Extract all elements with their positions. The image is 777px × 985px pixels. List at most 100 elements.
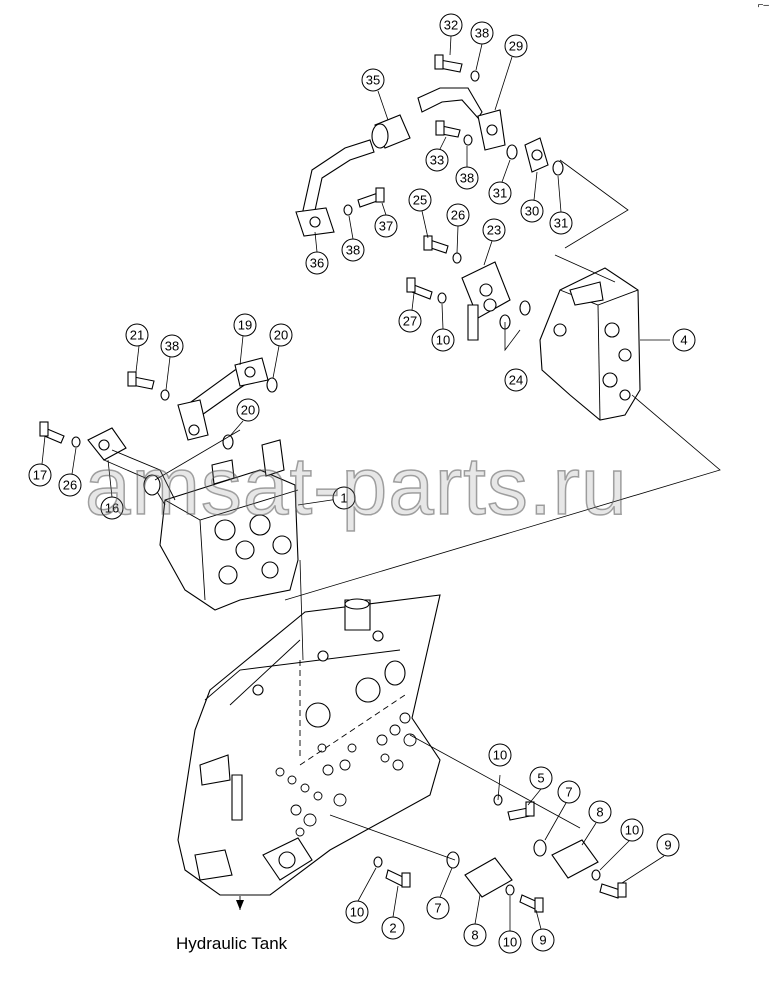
svg-text:10: 10 — [350, 905, 364, 920]
svg-text:26: 26 — [451, 208, 465, 223]
callout-25: 25 — [408, 188, 432, 212]
control-valve-1 — [159, 439, 299, 611]
callout-26: 26 — [58, 473, 82, 497]
callout-20: 20 — [269, 323, 293, 347]
callouts: 32 38 29 35 33 38 31 30 31 37 38 36 25 2… — [28, 13, 696, 954]
callout-10: 10 — [498, 930, 522, 954]
svg-text:19: 19 — [238, 318, 252, 333]
callout-10: 10 — [620, 818, 644, 842]
svg-text:37: 37 — [379, 219, 393, 234]
svg-text:10: 10 — [503, 935, 517, 950]
callout-37: 37 — [374, 214, 398, 238]
callout-2: 2 — [381, 916, 405, 940]
svg-text:20: 20 — [241, 403, 255, 418]
callout-23: 23 — [482, 218, 506, 242]
cover-8a — [464, 857, 513, 898]
leader-lines — [154, 159, 721, 861]
svg-text:1: 1 — [340, 491, 347, 506]
callout-9: 9 — [656, 833, 680, 857]
svg-text:31: 31 — [493, 186, 507, 201]
svg-text:7: 7 — [434, 901, 441, 916]
o-rings — [71, 70, 601, 896]
svg-text:10: 10 — [625, 823, 639, 838]
callout-33: 33 — [425, 148, 449, 172]
svg-text:36: 36 — [310, 256, 324, 271]
callout-35: 35 — [361, 68, 385, 92]
callout-10: 10 — [431, 328, 455, 352]
svg-text:38: 38 — [475, 26, 489, 41]
svg-text:30: 30 — [525, 204, 539, 219]
callout-leaders — [41, 35, 665, 931]
control-valve-4 — [539, 267, 641, 421]
svg-text:10: 10 — [493, 748, 507, 763]
flange-19a — [177, 399, 209, 441]
svg-text:38: 38 — [460, 171, 474, 186]
callout-9: 9 — [531, 928, 555, 952]
callout-8: 8 — [463, 923, 487, 947]
svg-text:29: 29 — [509, 39, 523, 54]
callout-36: 36 — [305, 251, 329, 275]
callout-19: 19 — [233, 313, 257, 337]
flange-23 — [461, 261, 511, 341]
callout-16: 16 — [100, 496, 124, 520]
callout-17: 17 — [28, 463, 52, 487]
svg-text:10: 10 — [436, 333, 450, 348]
callout-24: 24 — [504, 368, 528, 392]
svg-text:2: 2 — [389, 921, 396, 936]
callout-29: 29 — [504, 34, 528, 58]
callout-10: 10 — [345, 900, 369, 924]
callout-1: 1 — [332, 486, 356, 510]
callout-5: 5 — [529, 766, 553, 790]
svg-text:9: 9 — [664, 838, 671, 853]
svg-text:38: 38 — [346, 243, 360, 258]
svg-text:32: 32 — [444, 18, 458, 33]
callout-38: 38 — [455, 166, 479, 190]
callout-38: 38 — [341, 238, 365, 262]
diagram-caption: Hydraulic Tank — [176, 934, 288, 953]
callout-32: 32 — [439, 13, 463, 37]
svg-text:21: 21 — [130, 328, 144, 343]
svg-text:27: 27 — [403, 314, 417, 329]
svg-text:25: 25 — [413, 193, 427, 208]
callout-7: 7 — [426, 896, 450, 920]
callout-8: 8 — [588, 800, 612, 824]
svg-text:5: 5 — [537, 771, 544, 786]
callout-20: 20 — [236, 398, 260, 422]
svg-text:35: 35 — [366, 73, 380, 88]
fitting-35 — [371, 114, 411, 149]
corner-mark: ⌐– — [757, 0, 769, 11]
tank-port-holes — [275, 712, 417, 837]
svg-text:8: 8 — [471, 928, 478, 943]
svg-text:20: 20 — [274, 328, 288, 343]
callout-21: 21 — [125, 323, 149, 347]
callout-38: 38 — [160, 334, 184, 358]
svg-text:38: 38 — [165, 339, 179, 354]
bolts — [39, 54, 627, 913]
svg-text:9: 9 — [539, 933, 546, 948]
cover-8b — [551, 839, 599, 879]
callout-30: 30 — [520, 199, 544, 223]
hydraulic-tank — [177, 594, 441, 910]
callout-10: 10 — [488, 743, 512, 767]
svg-text:23: 23 — [487, 223, 501, 238]
svg-text:4: 4 — [680, 333, 687, 348]
svg-text:17: 17 — [33, 468, 47, 483]
callout-31: 31 — [549, 211, 573, 235]
svg-text:7: 7 — [565, 785, 572, 800]
svg-text:31: 31 — [554, 216, 568, 231]
svg-text:33: 33 — [430, 153, 444, 168]
callout-38: 38 — [470, 21, 494, 45]
tube-29 — [417, 87, 483, 119]
watermark: amsat-parts.ru — [84, 440, 628, 533]
tube-36 — [301, 139, 375, 216]
callout-26: 26 — [446, 203, 470, 227]
callout-7: 7 — [557, 780, 581, 804]
callout-31: 31 — [488, 181, 512, 205]
callout-4: 4 — [672, 328, 696, 352]
svg-text:26: 26 — [63, 478, 77, 493]
svg-text:8: 8 — [596, 805, 603, 820]
callout-27: 27 — [398, 309, 422, 333]
svg-text:16: 16 — [105, 501, 119, 516]
